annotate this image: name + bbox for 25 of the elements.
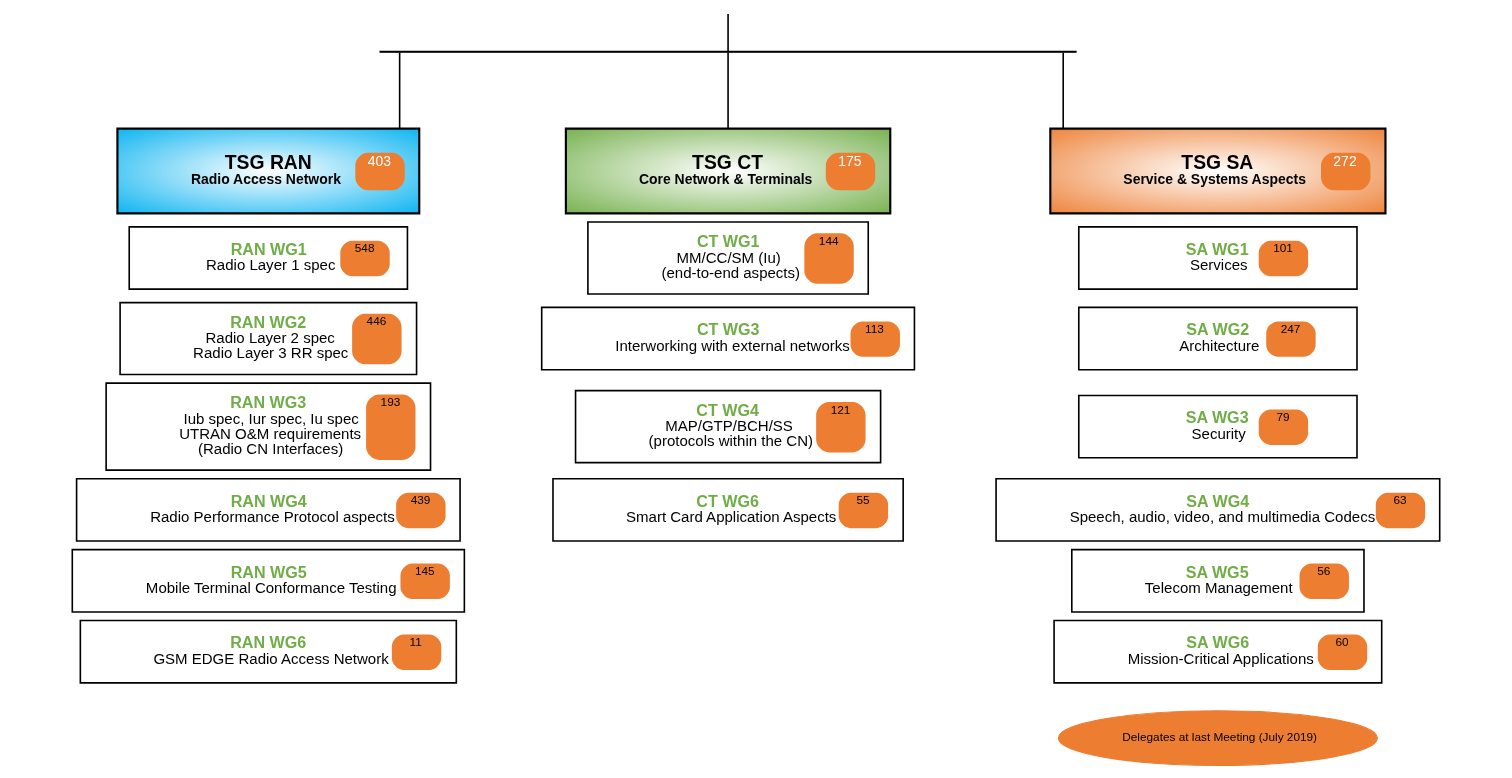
node-box: TSG SA Service & Systems Aspects 272 [1049, 127, 1387, 215]
node-box: CT WG4 MAP/GTP/BCH/SS (protocols within the CN) 121 [574, 389, 882, 464]
node-box: CT WG1 MM/CC/SM (Iu) (end-to-end aspects) 144 [587, 221, 870, 295]
node-box: TSG CT Core Network & Terminals 175 [564, 127, 892, 215]
connector [727, 13, 729, 52]
node-box: SA WG5 Telecom Management 56 [1071, 548, 1365, 613]
node-bar [379, 50, 1077, 53]
node-box: RAN WG3 Iub spec, Iur spec, Iu spec UTRAN O&M requirements (Radio CN Interfaces) 193 [105, 382, 432, 471]
connector [1062, 51, 1064, 130]
node-box: SA WG6 Mission-Critical Applications 60 [1053, 619, 1383, 684]
node-box: RAN WG6 GSM EDGE Radio Access Network 11 [79, 619, 458, 684]
node-box: CT WG3 Interworking with external networks 113 [540, 306, 916, 371]
node-box: SA WG2 Architecture 247 [1078, 306, 1358, 371]
node-box: RAN WG4 Radio Performance Protocol aspects 439 [75, 477, 461, 542]
node-box: RAN WG2 Radio Layer 2 spec Radio Layer 3 RR spec 446 [119, 301, 418, 376]
node-box: RAN WG5 Mobile Terminal Conformance Testing 145 [71, 548, 466, 613]
node-ellipse: Delegates at last Meeting (July 2019) [1057, 710, 1378, 766]
node-box: TSG RAN Radio Access Network 403 [116, 127, 421, 215]
node-box: SA WG3 Security 79 [1078, 394, 1358, 459]
connector [727, 51, 729, 130]
node-box: SA WG4 Speech, audio, video, and multimedia Codecs 63 [995, 477, 1441, 542]
node-box: SA WG1 Services 101 [1078, 226, 1358, 290]
node-box: RAN WG1 Radio Layer 1 spec 548 [128, 226, 409, 290]
node-box: CT WG6 Smart Card Application Aspects 55 [552, 477, 904, 542]
connector [398, 51, 401, 130]
